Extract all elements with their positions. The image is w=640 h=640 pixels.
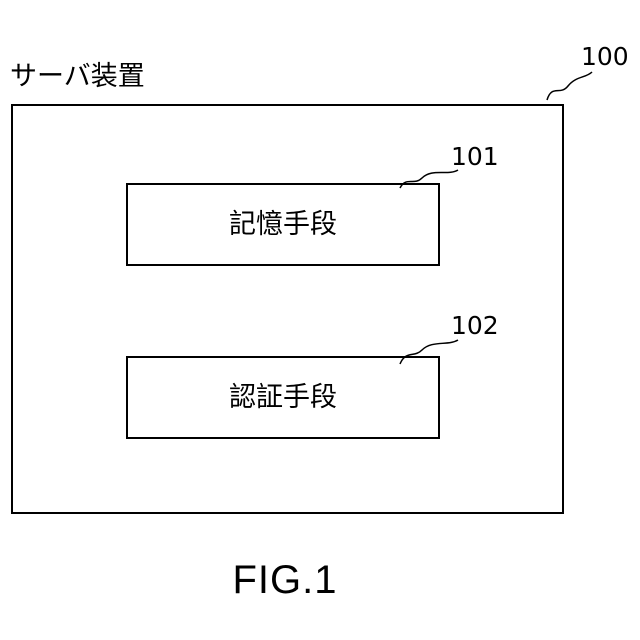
server-device-label: サーバ装置 [10, 60, 145, 94]
figure-caption: FIG.1 [0, 556, 570, 604]
leader-line-100 [547, 72, 592, 100]
authentication-means-box: 認証手段 [126, 356, 440, 439]
reference-number-102: 102 [451, 311, 499, 341]
reference-number-101: 101 [451, 142, 499, 172]
storage-means-label: 記憶手段 [229, 208, 337, 242]
authentication-means-label: 認証手段 [229, 381, 337, 415]
storage-means-box: 記憶手段 [126, 183, 440, 266]
reference-number-100: 100 [581, 42, 629, 72]
